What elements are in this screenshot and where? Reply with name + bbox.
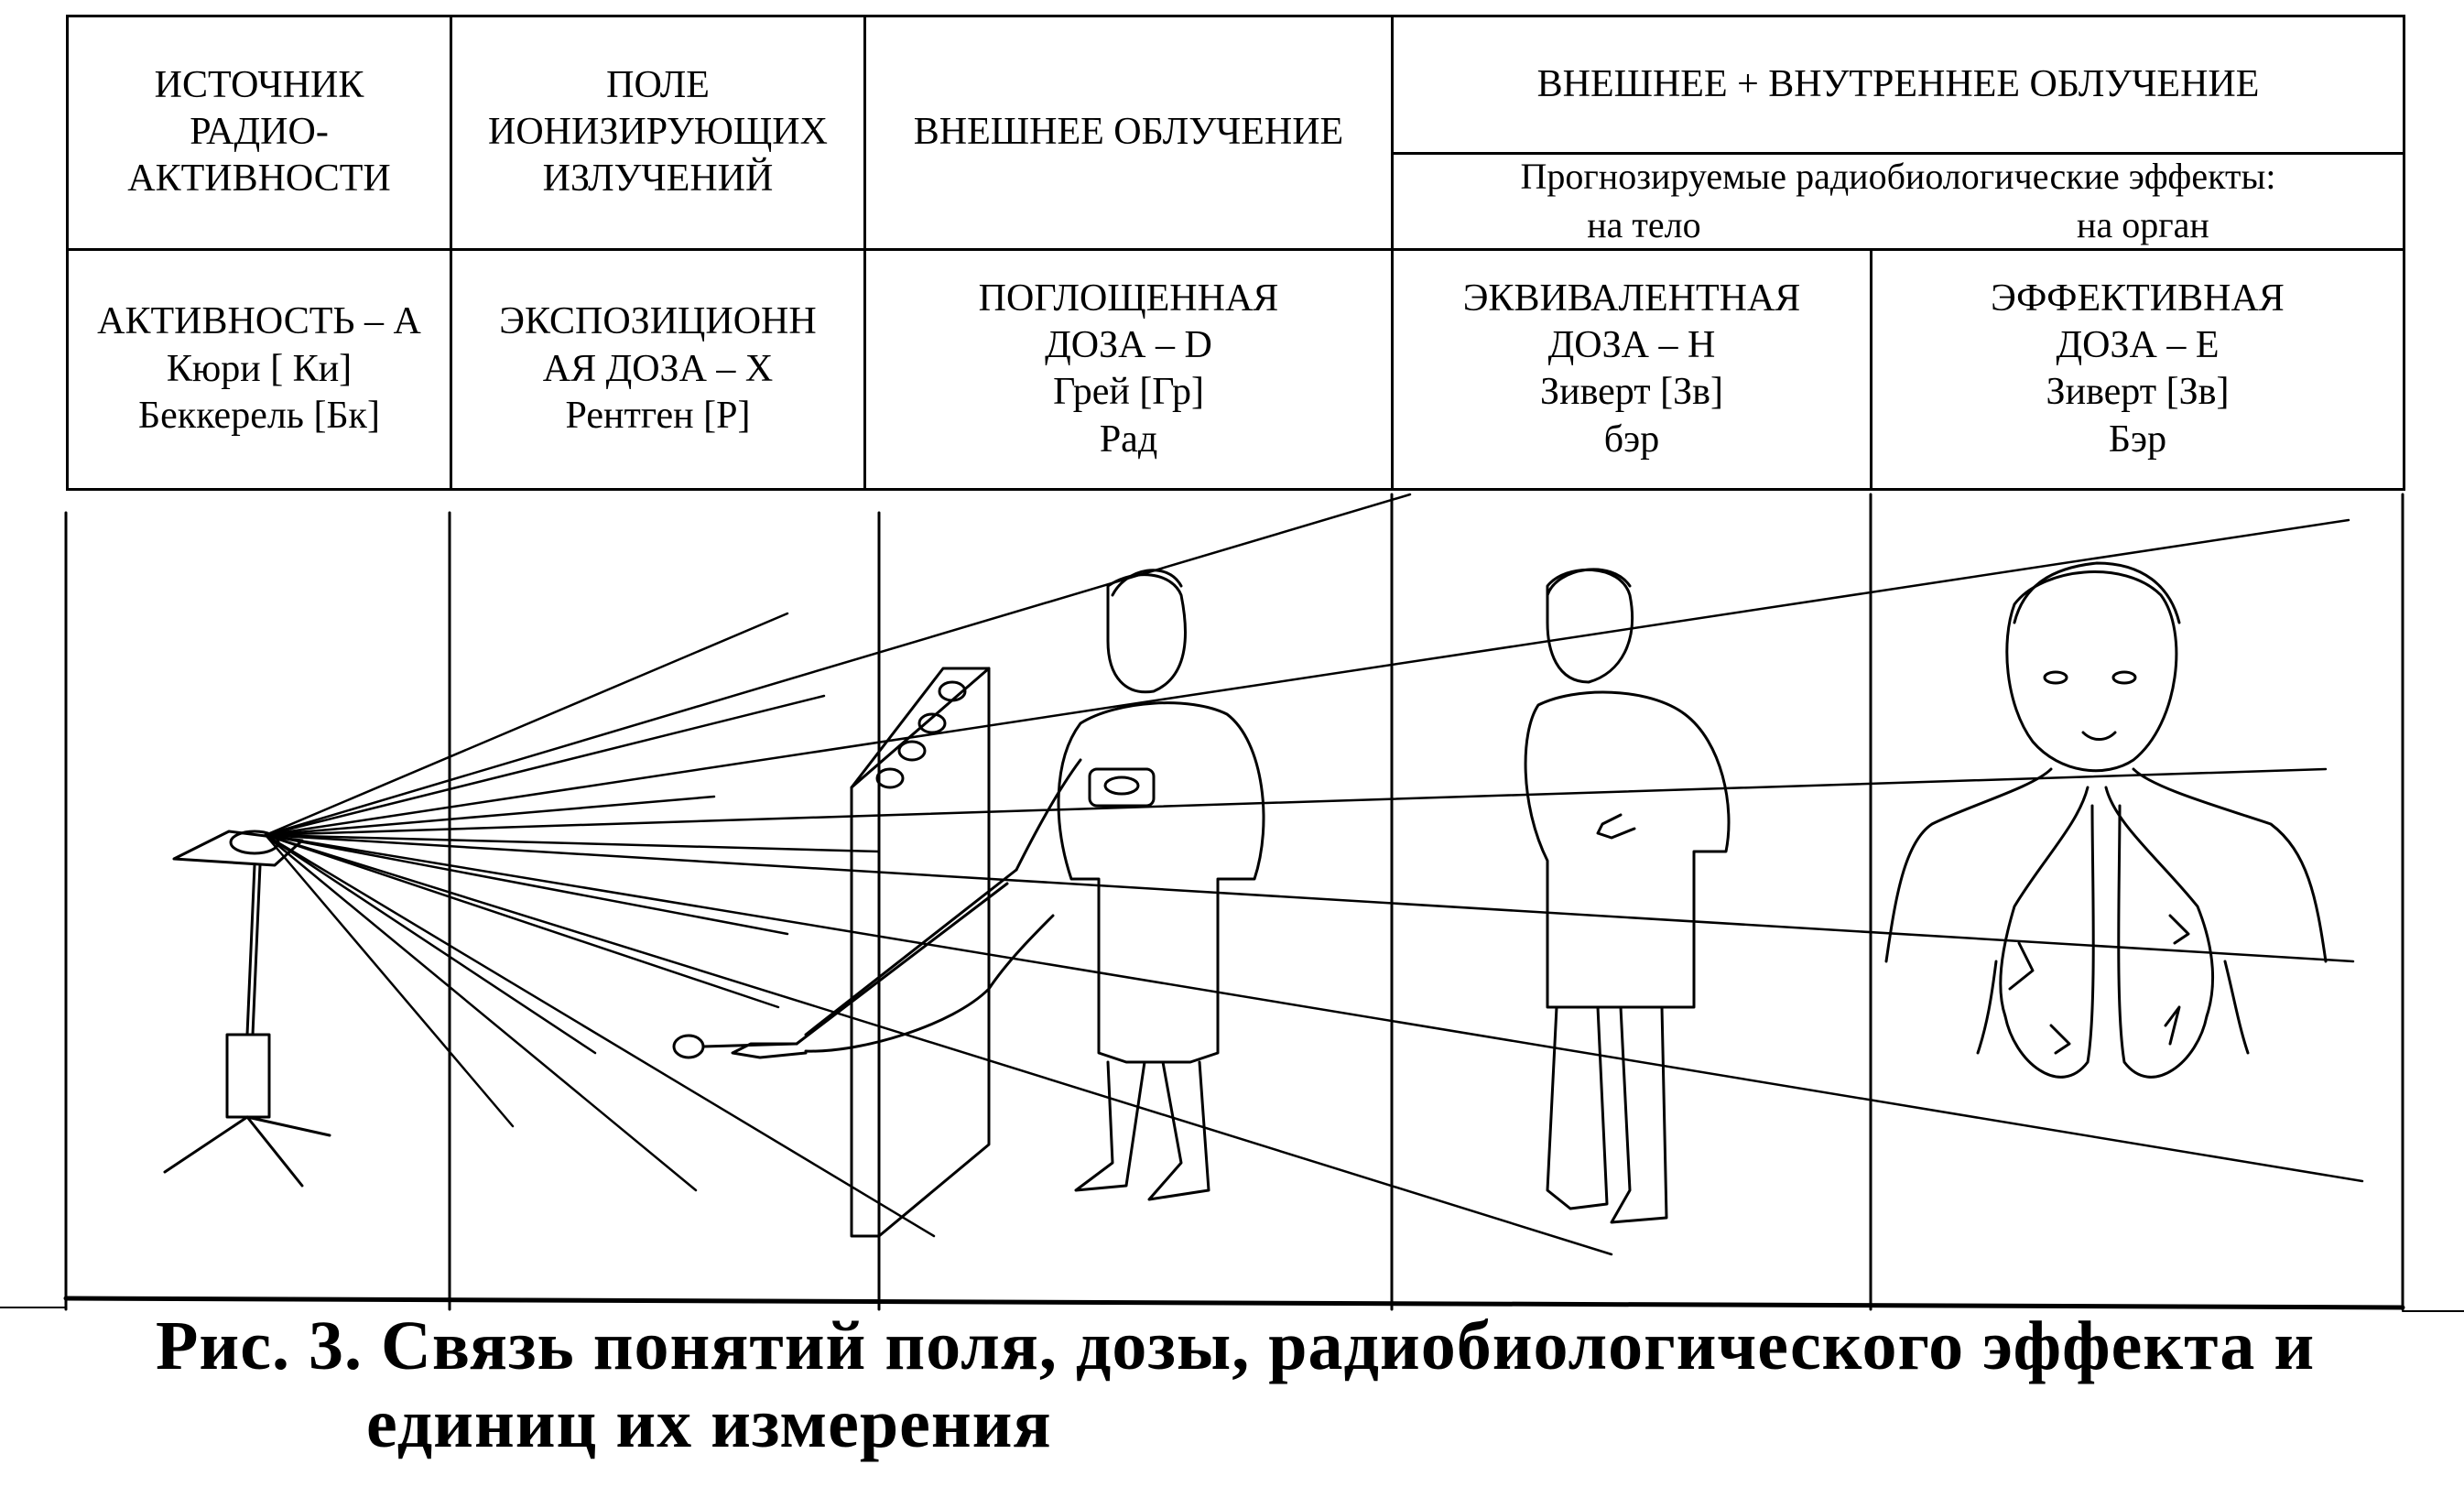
header-source-line-3: АКТИВНОСТИ <box>127 157 391 201</box>
cell-equivalent-dose: ЭКВИВАЛЕНТНАЯ ДОЗА – Н Зиверт [Зв] бэр <box>1391 247 1872 492</box>
dose-table-container: ИСТОЧНИК РАДИО- АКТИВНОСТИ ПОЛЕ ИОНИЗИРУ… <box>66 15 2405 492</box>
standing-person-icon <box>1524 568 1731 1224</box>
equivalent-line-2: ДОЗА – Н <box>1547 324 1716 367</box>
exposure-line-3: Рентген [Р] <box>565 394 751 437</box>
header-external-text: ВНЕШНЕЕ ОБЛУЧЕНИЕ <box>913 111 1344 154</box>
equivalent-line-1: ЭКВИВАЛЕНТНАЯ <box>1462 277 1801 320</box>
header-field-line-2: ИОНИЗИРУЮЩИХ <box>488 111 828 154</box>
header-field-line-1: ПОЛЕ <box>606 63 710 106</box>
header-field: ПОЛЕ ИОНИЗИРУЮЩИХ ИЗЛУЧЕНИЙ <box>450 15 866 251</box>
torso-with-organs-icon <box>1884 561 2328 1079</box>
exposure-line-2: АЯ ДОЗА – Х <box>542 347 774 390</box>
effective-line-3: Зиверт [Зв] <box>2046 371 2230 414</box>
header-source-line-2: РАДИО- <box>190 111 329 154</box>
header-source-line-1: ИСТОЧНИК <box>154 63 364 106</box>
header-external: ВНЕШНЕЕ ОБЛУЧЕНИЕ <box>863 15 1394 251</box>
table-header-row-2: Прогнозируемые радиобиологические эффект… <box>68 152 2405 251</box>
radiation-beams <box>264 493 2364 1256</box>
cell-exposure-dose: ЭКСПОЗИЦИОНН АЯ ДОЗА – Х Рентген [Р] <box>450 247 866 492</box>
absorbed-line-1: ПОГЛОЩЕННАЯ <box>978 277 1279 320</box>
caption-line-1: Рис. 3. Связь понятий поля, дозы, радиоб… <box>156 1307 2316 1384</box>
header-external-internal-text: ВНЕШНЕЕ + ВНУТРЕННЕЕ ОБЛУЧЕНИЕ <box>1536 62 2260 105</box>
header-source: ИСТОЧНИК РАДИО- АКТИВНОСТИ <box>66 15 452 251</box>
illustration-dividers <box>0 493 2464 1312</box>
measurement-panel-icon <box>850 667 991 1238</box>
header-field-line-3: ИЗЛУЧЕНИЙ <box>542 157 774 201</box>
equivalent-line-3: Зиверт [Зв] <box>1540 371 1723 414</box>
figure-caption: Рис. 3. Связь понятий поля, дозы, радиоб… <box>156 1307 2315 1463</box>
activity-line-2: Кюри [ Ки] <box>166 347 353 390</box>
forecast-organ: на орган <box>2077 203 2209 245</box>
cell-effective-dose: ЭФФЕКТИВНАЯ ДОЗА – Е Зиверт [Зв] Бэр <box>1870 247 2405 492</box>
table-header-row-1: ИСТОЧНИК РАДИО- АКТИВНОСТИ ПОЛЕ ИОНИЗИРУ… <box>66 15 2405 251</box>
effective-line-2: ДОЗА – Е <box>2056 324 2220 367</box>
radiation-field-illustration <box>0 493 2464 1312</box>
caption-line-2: единиц их измерения <box>366 1385 1052 1463</box>
exposure-line-1: ЭКСПОЗИЦИОНН <box>499 300 817 343</box>
forecast-title: Прогнозируемые радиобиологические эффект… <box>1520 156 2276 197</box>
cell-absorbed-dose: ПОГЛОЩЕННАЯ ДОЗА – D Грей [Гр] Рад <box>863 247 1394 492</box>
header-external-internal: ВНЕШНЕЕ + ВНУТРЕННЕЕ ОБЛУЧЕНИЕ <box>1391 15 2405 155</box>
forecast-targets: на тело на орган <box>1399 203 2397 246</box>
effective-line-4: Бэр <box>2108 418 2167 461</box>
dose-concepts-table: ИСТОЧНИК РАДИО- АКТИВНОСТИ ПОЛЕ ИОНИЗИРУ… <box>66 15 2405 492</box>
effective-line-1: ЭФФЕКТИВНАЯ <box>1991 277 2285 320</box>
absorbed-line-2: ДОЗА – D <box>1045 324 1212 367</box>
absorbed-line-3: Грей [Гр] <box>1053 371 1204 414</box>
header-forecast: Прогнозируемые радиобиологические эффект… <box>1391 152 2405 251</box>
person-with-dosimeter-icon <box>672 569 1265 1201</box>
table-units-row: АКТИВНОСТЬ – А Кюри [ Ки] Беккерель [Бк]… <box>66 247 2405 492</box>
radioactive-source-icon <box>163 830 331 1188</box>
forecast-body: на тело <box>1587 203 1701 245</box>
activity-line-3: Беккерель [Бк] <box>138 394 380 437</box>
activity-line-1: АКТИВНОСТЬ – А <box>97 300 421 343</box>
cell-activity: АКТИВНОСТЬ – А Кюри [ Ки] Беккерель [Бк] <box>66 247 452 492</box>
equivalent-line-4: бэр <box>1603 418 1660 461</box>
absorbed-line-4: Рад <box>1099 418 1158 461</box>
